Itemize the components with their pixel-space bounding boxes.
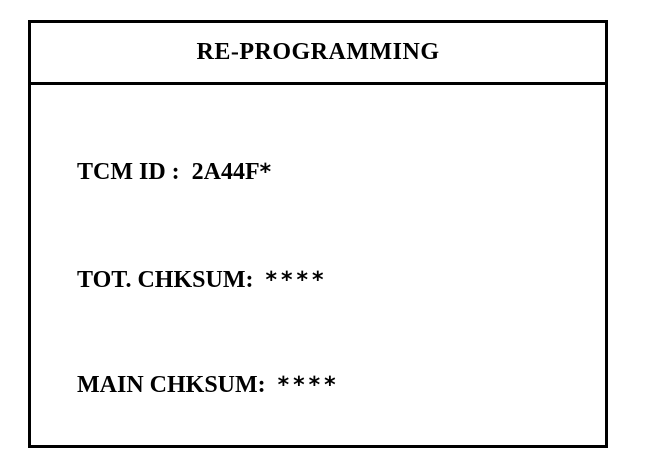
reprogramming-screen: RE-PROGRAMMING TCM ID : 2A44F* TOT. CHKS… [28,20,608,448]
tcm-id-masked-suffix: * [259,160,276,185]
total-checksum-label: TOT. CHKSUM: [77,267,254,293]
main-checksum-row: MAIN CHKSUM: **** [77,372,340,399]
tcm-id-row: TCM ID : 2A44F* [77,159,275,186]
tcm-id-label: TCM ID : [77,159,180,185]
tcm-id-value: 2A44F [191,159,260,185]
title-bar: RE-PROGRAMMING [31,23,605,85]
screen-title: RE-PROGRAMMING [196,39,440,65]
main-checksum-label: MAIN CHKSUM: [77,372,266,398]
total-checksum-value: **** [265,268,328,293]
total-checksum-row: TOT. CHKSUM: **** [77,267,328,294]
main-checksum-value: **** [277,373,340,398]
